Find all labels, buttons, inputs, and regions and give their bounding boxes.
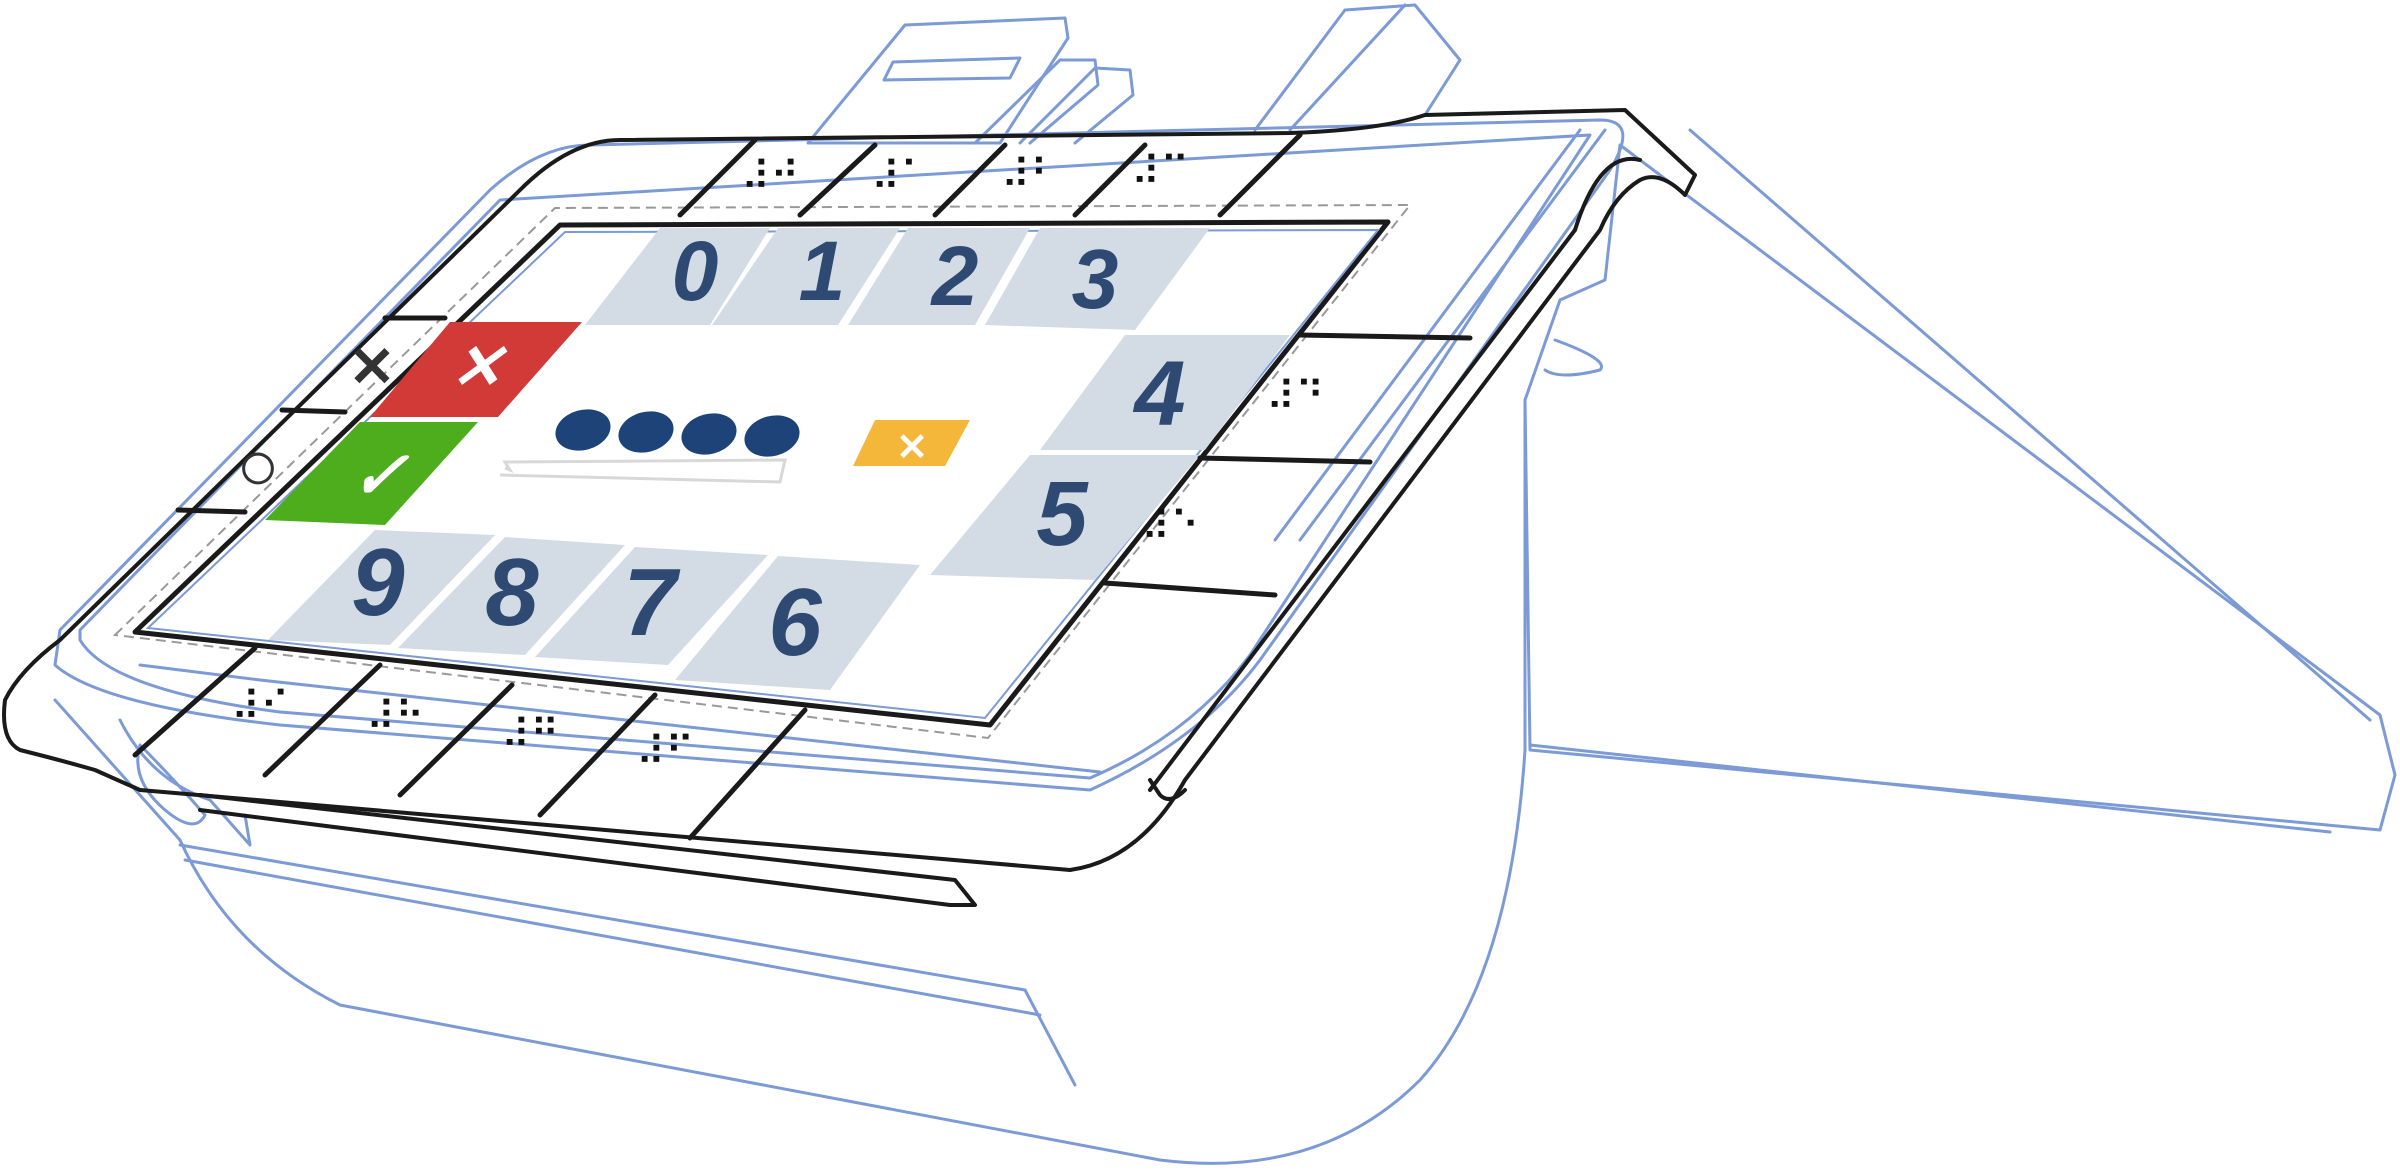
screen-clear-glyph: ✕: [896, 427, 928, 469]
digit-tile-8[interactable]: [398, 537, 625, 655]
top-button-divider-3: [1072, 142, 1148, 218]
physical-buttons[interactable]: ⠼⠚ ⠼⠁ ⠼⠃ ⠼⠉ ⠼⠙ ⠼⠑ ⠼⠊ ⠼⠓ ⠼⠛ ⠼⠋: [132, 132, 1473, 841]
digit-label-1: 1: [799, 224, 846, 318]
right-rail-2: [1298, 128, 1607, 542]
paper-slot-outline: [806, 16, 1070, 145]
terminal-body: [53, 3, 2397, 1165]
stand-hole: [1543, 338, 1603, 377]
right-button-divider-1: [1197, 455, 1373, 465]
side-confirm-button-frame: [175, 507, 248, 515]
braille-button-top-1[interactable]: ⠼⠁: [871, 154, 930, 200]
front-lip: [138, 663, 1102, 774]
stand-bottom-line: [1528, 743, 2332, 834]
base-rail-2: [183, 858, 1042, 1017]
digit-tile-2[interactable]: [848, 228, 1030, 325]
tray-outline-inner: [78, 133, 1592, 780]
braille-button-right-0[interactable]: ⠼⠙: [1266, 374, 1325, 420]
side-cancel-glyph[interactable]: ✕: [349, 335, 396, 398]
stand-inner-line: [1688, 128, 2372, 722]
base-rail-1: [178, 843, 1027, 992]
braille-button-top-3[interactable]: ⠼⠉: [1131, 149, 1190, 195]
base-clip-hole: [136, 743, 207, 826]
top-button-divider-4: [1217, 132, 1303, 218]
top-button-divider-0: [677, 137, 758, 218]
pin-underline: [499, 458, 787, 484]
bottom-button-divider-3: [537, 692, 658, 818]
digit-label-0: 0: [672, 224, 719, 318]
digit-tile-9[interactable]: [268, 530, 495, 645]
top-button-divider-2: [932, 142, 1008, 218]
digit-label-9: 9: [351, 529, 404, 636]
screen-clear-tile[interactable]: [853, 420, 970, 466]
screen-cancel-tile[interactable]: [370, 322, 582, 417]
base-rail-3: [1023, 988, 1077, 1087]
digit-label-5: 5: [1036, 463, 1089, 565]
base-outline: [53, 398, 1527, 1165]
digit-tile-4[interactable]: [1040, 335, 1290, 450]
bottom-button-divider-1: [262, 662, 383, 778]
digit-tile-1[interactable]: [712, 228, 900, 325]
top-button-divider-1: [797, 142, 878, 218]
right-button-divider-2: [1102, 580, 1278, 598]
digit-label-6: 6: [768, 569, 822, 676]
braille-button-right-1[interactable]: ⠼⠑: [1141, 504, 1200, 550]
card-slot-line: [1288, 3, 1407, 132]
digit-label-7: 7: [623, 549, 681, 656]
frame-outline: [2, 108, 1697, 872]
right-button-divider-0: [1297, 332, 1473, 341]
pin-dot: [618, 411, 674, 453]
bottom-button-divider-2: [397, 682, 515, 798]
pin-dot: [555, 409, 611, 451]
digit-tile-7[interactable]: [535, 547, 768, 665]
bottom-button-divider-4: [687, 707, 808, 841]
digit-tile-6[interactable]: [675, 556, 920, 690]
digit-tile-3[interactable]: [985, 228, 1210, 330]
digit-tile-0[interactable]: [585, 228, 770, 325]
card-slot-rear: [1253, 3, 1462, 132]
screen-confirm-tile[interactable]: [265, 422, 478, 525]
braille-button-top-0[interactable]: ⠼⠚: [741, 154, 800, 200]
braille-button-bottom-2[interactable]: ⠼⠛: [501, 712, 560, 758]
base-front-clip: [118, 718, 252, 847]
frame-notch: [1148, 778, 1187, 801]
pin-dot: [744, 415, 800, 457]
terminal-frame: [2, 108, 1697, 907]
frame-inner-right: [1148, 156, 1642, 792]
side-buttons[interactable]: ✕ ○: [175, 315, 448, 515]
pin-dots: [555, 409, 800, 457]
braille-button-bottom-3[interactable]: ⠼⠋: [636, 729, 695, 775]
digit-label-2: 2: [930, 229, 979, 323]
screen-bezel: [112, 203, 1413, 740]
braille-button-bottom-1[interactable]: ⠼⠓: [366, 694, 425, 740]
digit-label-8: 8: [485, 539, 539, 646]
braille-button-bottom-0[interactable]: ⠼⠊: [231, 684, 290, 730]
digit-label-4: 4: [1132, 343, 1185, 445]
paper-slot-fin-2: [1018, 66, 1135, 145]
pin-dot: [681, 413, 737, 455]
digit-label-3: 3: [1072, 232, 1119, 326]
paper-slot-opening: [882, 56, 1022, 82]
side-confirm-glyph[interactable]: ○: [236, 426, 280, 506]
stand-outline: [1523, 143, 2397, 832]
side-cancel-button-frame: [279, 315, 448, 415]
paper-slot-fin-1: [973, 58, 1100, 145]
bottom-button-divider-0: [132, 645, 258, 758]
frame-front-edge: [198, 793, 977, 907]
braille-button-top-2[interactable]: ⠼⠃: [1001, 152, 1060, 198]
tray-outline: [53, 118, 1625, 792]
digit-tile-5[interactable]: [930, 455, 1200, 580]
